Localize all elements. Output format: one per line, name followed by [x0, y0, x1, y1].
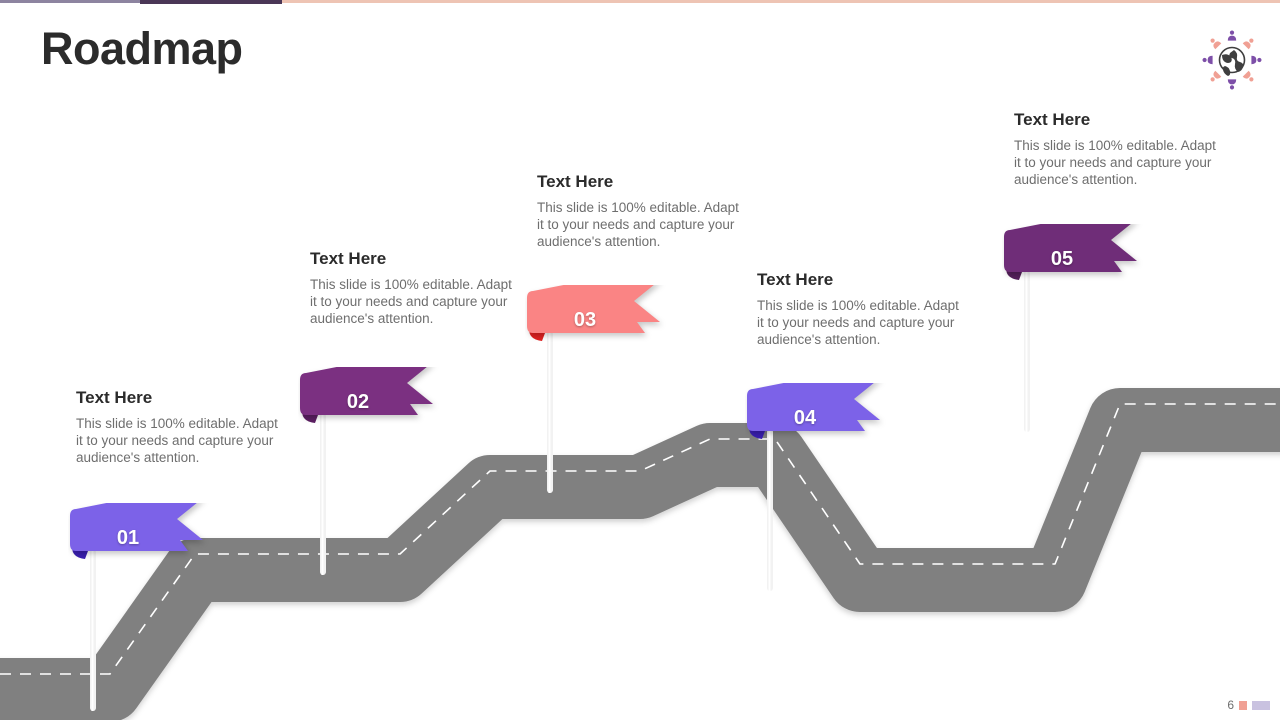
milestone-03-body: This slide is 100% editable. Adapt it to…: [537, 199, 739, 249]
road-center-line: [0, 403, 1280, 675]
flag-pole-01: [90, 549, 96, 711]
flag-pole-05: [1024, 270, 1030, 432]
logo-person-icon: [1210, 38, 1222, 50]
flag-pole-02: [320, 413, 326, 575]
milestone-05-heading: Text Here: [1014, 110, 1091, 129]
global-people-globe-logo: [1198, 26, 1266, 94]
flag-banner-03: [527, 285, 660, 333]
milestone-01-heading: Text Here: [76, 388, 153, 407]
milestone-03-flag[interactable]: 03: [525, 285, 675, 495]
milestone-05-body: This slide is 100% editable. Adapt it to…: [1014, 137, 1216, 187]
logo-person-icon: [1227, 30, 1237, 41]
flag-banner-04: [747, 383, 880, 431]
milestone-01-text: Text Here This slide is 100% editable. A…: [76, 388, 281, 466]
milestone-03-text: Text Here This slide is 100% editable. A…: [537, 172, 742, 250]
logo-person-icon: [1202, 55, 1213, 65]
flag-banner-05: [1004, 224, 1137, 272]
flag-banner-02: [300, 367, 433, 415]
footer: 6: [1227, 698, 1270, 712]
flag-pole-04: [767, 429, 773, 591]
page-title: Roadmap: [41, 23, 243, 74]
footer-swatch-lavender: [1252, 700, 1270, 710]
milestone-03-heading: Text Here: [537, 172, 614, 191]
milestone-01-body: This slide is 100% editable. Adapt it to…: [76, 415, 278, 465]
logo-person-icon: [1251, 55, 1262, 65]
top-bar-segment-dark-purple: [140, 0, 282, 4]
flag-banner-01: [70, 503, 203, 551]
milestone-01-flag[interactable]: 01: [68, 503, 218, 713]
milestone-05-flag[interactable]: 05: [1002, 224, 1152, 434]
page-number: 6: [1227, 698, 1234, 712]
milestone-04-heading: Text Here: [757, 270, 834, 289]
milestone-05-text: Text Here This slide is 100% editable. A…: [1014, 110, 1219, 188]
footer-swatch-salmon: [1239, 700, 1247, 710]
logo-person-icon: [1210, 70, 1222, 82]
milestone-02-flag[interactable]: 02: [298, 367, 448, 577]
road-surface: [0, 388, 1280, 722]
logo-person-icon: [1242, 70, 1254, 82]
milestone-04-text: Text Here This slide is 100% editable. A…: [757, 270, 962, 348]
milestone-04-body: This slide is 100% editable. Adapt it to…: [757, 297, 959, 347]
milestone-04-flag[interactable]: 04: [745, 383, 895, 593]
logo-person-icon: [1242, 38, 1254, 50]
milestone-02-body: This slide is 100% editable. Adapt it to…: [310, 276, 512, 326]
flag-pole-03: [547, 331, 553, 493]
top-accent-bar: [0, 0, 1280, 4]
milestone-02-heading: Text Here: [310, 249, 387, 268]
logo-person-icon: [1227, 79, 1237, 90]
top-bar-segment-salmon: [282, 0, 1280, 3]
milestone-02-text: Text Here This slide is 100% editable. A…: [310, 249, 515, 327]
top-bar-segment-light-purple: [0, 0, 140, 3]
